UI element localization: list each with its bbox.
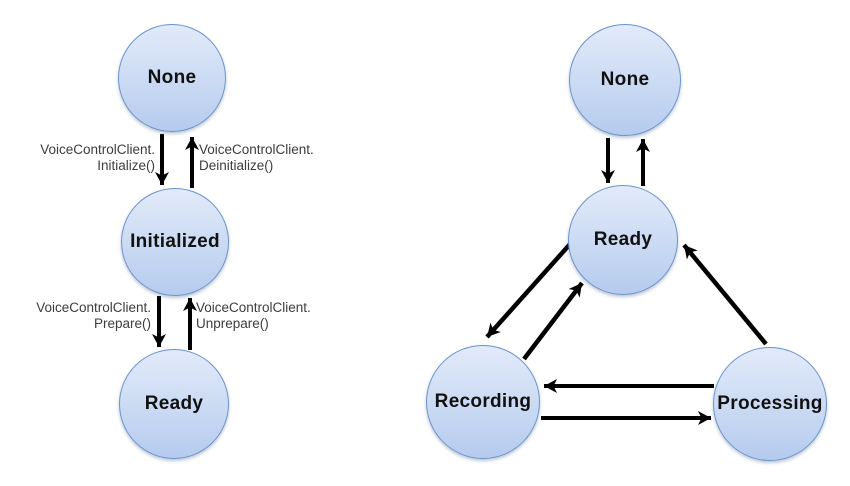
arrow-recording-to-ready: [522, 281, 584, 361]
state-node-recording: Recording: [426, 345, 540, 459]
transition-label-line2: Deinitialize(): [199, 157, 274, 173]
state-node-none-right: None: [569, 24, 681, 136]
state-node-initialized: Initialized: [121, 188, 229, 296]
transition-label-line2: Prepare(): [93, 315, 151, 331]
state-node-ready-right: Ready: [568, 185, 678, 295]
state-label: Recording: [434, 391, 532, 412]
state-label: Ready: [593, 229, 653, 250]
transition-label-line2: Unprepare(): [196, 315, 269, 331]
state-label: Initialized: [130, 231, 220, 252]
transition-label-line1: VoiceControlClient.: [40, 142, 155, 157]
state-node-processing: Processing: [713, 347, 827, 461]
state-node-ready-left: Ready: [119, 349, 229, 459]
state-label: None: [147, 67, 197, 88]
transition-label-prepare: VoiceControlClient. Prepare(): [36, 300, 151, 331]
state-label: None: [600, 69, 650, 90]
transition-label-line1: VoiceControlClient.: [199, 142, 314, 157]
arrow-ready-to-recording: [485, 241, 573, 339]
transition-label-unprepare: VoiceControlClient. Unprepare(): [196, 300, 311, 331]
arrow-processing-to-ready: [682, 243, 768, 346]
transition-label-line2: Initialize(): [97, 157, 155, 173]
state-node-none-left: None: [118, 24, 226, 132]
transition-label-line1: VoiceControlClient.: [36, 300, 151, 315]
transition-label-initialize: VoiceControlClient. Initialize(): [40, 142, 155, 173]
state-label: Ready: [144, 393, 204, 414]
transition-label-line1: VoiceControlClient.: [196, 300, 311, 315]
transition-label-deinitialize: VoiceControlClient. Deinitialize(): [199, 142, 314, 173]
state-label: Processing: [717, 393, 823, 414]
